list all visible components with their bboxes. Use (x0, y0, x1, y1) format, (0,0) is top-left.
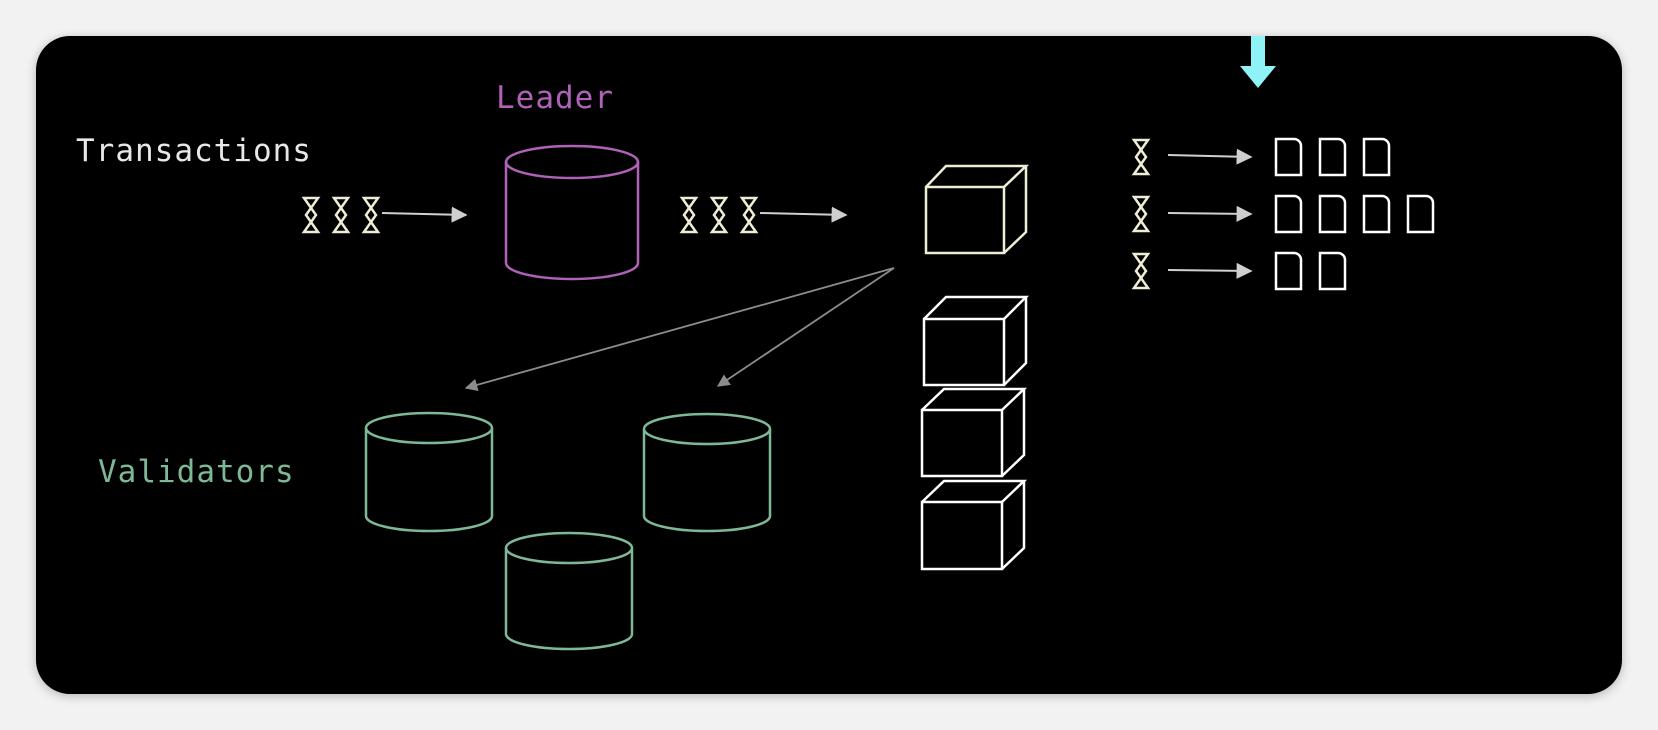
rounded-rect-icon (1274, 194, 1303, 234)
validator-node-3 (504, 531, 634, 651)
hourglass-icon (709, 196, 729, 234)
produced-block (924, 164, 1030, 255)
diagram-svg: Transactions Leader Validators (76, 36, 1435, 651)
hourglass-icon (301, 196, 321, 234)
transactions-label: Transactions (76, 133, 312, 169)
stream-row-3 (1131, 251, 1347, 291)
hourglass-icon (739, 196, 759, 234)
stream-row-1 (1131, 137, 1391, 177)
rounded-rect-icon (1318, 137, 1347, 177)
forwarded-transactions (679, 196, 759, 234)
validator-node-2 (642, 412, 772, 533)
gossip-arrow-right (716, 267, 895, 387)
block-chain (920, 295, 1030, 571)
hourglass-icon (331, 196, 351, 234)
rounded-rect-icon (1362, 194, 1391, 234)
rounded-rect-icon (1362, 137, 1391, 177)
stream-row-2 (1131, 194, 1435, 234)
down-arrow-icon (1240, 36, 1276, 88)
rounded-rect-icon (1406, 194, 1435, 234)
cube-icon (920, 479, 1028, 571)
hourglass-icon (1131, 252, 1151, 290)
hourglass-icon (361, 196, 381, 234)
rounded-rect-icon (1318, 194, 1347, 234)
rounded-rect-icon (1274, 137, 1303, 177)
cube-icon (922, 295, 1030, 387)
cube-icon (920, 387, 1028, 478)
tx-to-leader-arrow (381, 206, 468, 223)
leader-label: Leader (496, 80, 614, 116)
rounded-rect-icon (1274, 251, 1303, 291)
validators-label: Validators (98, 454, 295, 490)
parallel-streams (1131, 137, 1435, 291)
cube-icon (924, 185, 1006, 255)
diagram-canvas: Transactions Leader Validators (36, 36, 1622, 694)
validator-node-1 (364, 411, 494, 533)
gossip-arrow-left (464, 267, 895, 392)
leader-node (504, 144, 640, 281)
hourglass-icon (1131, 138, 1151, 176)
incoming-transactions (301, 196, 381, 234)
hourglass-icon (1131, 195, 1151, 233)
leader-to-block-arrow (759, 206, 848, 223)
hourglass-icon (679, 196, 699, 234)
rounded-rect-icon (1318, 251, 1347, 291)
